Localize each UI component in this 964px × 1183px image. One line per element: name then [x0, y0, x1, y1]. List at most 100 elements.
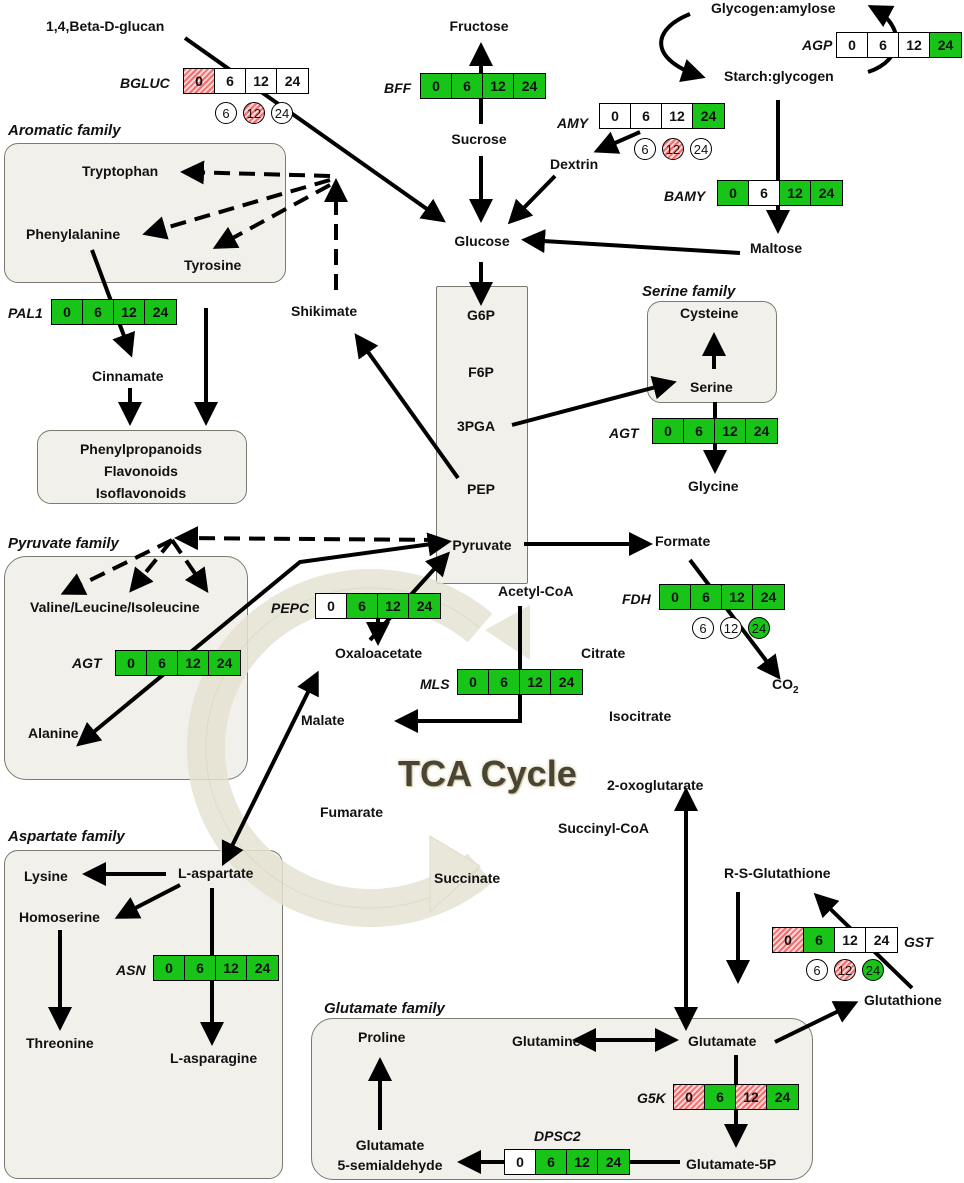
gene-circle-bgluc-12h: 12	[243, 102, 265, 124]
gene-label-amy: AMY	[557, 115, 589, 131]
gene-label-agt-pyruvate: AGT	[72, 655, 102, 671]
gene-cell-amy-12h: 12	[662, 104, 693, 128]
gene-label-pal1: PAL1	[8, 305, 43, 321]
gene-cell-amy-0h: 0	[600, 104, 631, 128]
metabolite-maltose: Maltose	[750, 240, 803, 256]
gene-cell-g5k-6h: 6	[705, 1085, 736, 1109]
metabolite-succinyl-coa: Succinyl-CoA	[558, 820, 650, 836]
gene-cell-pal1-24h: 24	[145, 300, 176, 324]
metabolite-glutamine: Glutamine	[512, 1033, 581, 1049]
gene-circle-amy-24h: 24	[690, 138, 712, 160]
pyruvate-family-label: Pyruvate family	[8, 535, 119, 552]
gene-cell-dpsc2-0h: 0	[505, 1150, 536, 1174]
gene-circle-fdh-6h: 6	[692, 617, 714, 639]
gene-cell-pepc-6h: 6	[347, 594, 378, 618]
gene-cell-g5k-0h: 0	[674, 1085, 705, 1109]
gene-cell-amy-24h: 24	[693, 104, 724, 128]
metabolite-pep: PEP	[466, 481, 496, 497]
gene-circle-gst-12h: 12	[834, 959, 856, 981]
gene-cell-gst-12h: 12	[835, 928, 866, 952]
metabolite-glycine: Glycine	[688, 478, 739, 494]
gene-cell-fdh-6h: 6	[691, 585, 722, 609]
gene-circle-fdh-24h: 24	[748, 617, 770, 639]
gene-cell-amy-6h: 6	[631, 104, 662, 128]
metabolite-proline: Proline	[358, 1029, 406, 1045]
gene-label-agt-serine: AGT	[609, 425, 639, 441]
gene-cell-pal1-12h: 12	[114, 300, 145, 324]
metabolite-2-oxoglutarate: 2-oxoglutarate	[607, 777, 704, 793]
gene-label-asn: ASN	[116, 962, 146, 978]
gene-cell-dpsc2-12h: 12	[567, 1150, 598, 1174]
gene-cell-gst-24h: 24	[866, 928, 897, 952]
gene-cell-agt_pyruvate-12h: 12	[178, 651, 209, 675]
gene-cell-bgluc-24h: 24	[277, 69, 308, 93]
metabolite-dextrin: Dextrin	[550, 156, 599, 172]
gene-label-bgluc: BGLUC	[120, 75, 170, 91]
gene-cell-agt_serine-0h: 0	[653, 419, 684, 443]
aromatic-family-box	[4, 143, 286, 283]
gene-cell-agt_serine-6h: 6	[684, 419, 715, 443]
gene-cell-bff-24h: 24	[514, 74, 545, 98]
gene-cell-bff-6h: 6	[452, 74, 483, 98]
gene-cell-agp-12h: 12	[899, 33, 930, 57]
metabolite-acetyl-coa: Acetyl-CoA	[498, 583, 574, 599]
metabolite-succinate: Succinate	[434, 870, 501, 886]
gene-label-pepc: PEPC	[271, 600, 310, 616]
metabolite-cinnamate: Cinnamate	[92, 368, 164, 384]
gene-cell-agp-24h: 24	[930, 33, 961, 57]
gene-cell-dpsc2-6h: 6	[536, 1150, 567, 1174]
gene-cell-agp-0h: 0	[837, 33, 868, 57]
gene-label-bamy: BAMY	[664, 188, 706, 204]
metabolite-isocitrate: Isocitrate	[609, 708, 672, 724]
co2-subscript: 2	[793, 684, 799, 696]
metabolite-3pga: 3PGA	[456, 418, 496, 434]
gene-cell-asn-6h: 6	[185, 956, 216, 980]
gene-label-g5k: G5K	[637, 1090, 666, 1106]
gene-cell-agt_pyruvate-24h: 24	[209, 651, 240, 675]
metabolite-cysteine: Cysteine	[680, 305, 739, 321]
gene-cell-bgluc-12h: 12	[246, 69, 277, 93]
metabolite-r-s-glutathione: R-S-Glutathione	[724, 865, 831, 881]
metabolite-phenylpropanoids: Phenylpropanoids	[79, 441, 203, 457]
gene-cell-bamy-24h: 24	[811, 181, 842, 205]
phenylpropanoids-box	[37, 430, 247, 504]
gene-cell-mls-12h: 12	[520, 670, 551, 694]
gene-cell-g5k-24h: 24	[767, 1085, 798, 1109]
gene-cell-mls-6h: 6	[489, 670, 520, 694]
metabolite-phenylalanine: Phenylalanine	[26, 226, 121, 242]
gene-label-fdh: FDH	[622, 591, 651, 607]
tca-cycle-label: TCA Cycle	[398, 753, 577, 794]
metabolite-fumarate: Fumarate	[320, 804, 384, 820]
metabolite-citrate: Citrate	[581, 645, 626, 661]
gene-cell-agt_serine-24h: 24	[746, 419, 777, 443]
gene-cell-gst-0h: 0	[773, 928, 804, 952]
gene-cell-asn-0h: 0	[154, 956, 185, 980]
metabolite-pyruvate: Pyruvate	[452, 537, 512, 553]
co2-label: CO	[772, 676, 793, 692]
metabolite-lysine: Lysine	[24, 868, 68, 884]
gene-cell-pal1-0h: 0	[52, 300, 83, 324]
metabolite-l-aspartate: L-aspartate	[178, 865, 254, 881]
metabolite-isoflavonoids: Isoflavonoids	[95, 485, 187, 501]
gene-cell-mls-24h: 24	[551, 670, 582, 694]
metabolite-flavonoids: Flavonoids	[104, 463, 178, 479]
gene-label-bff: BFF	[384, 80, 412, 96]
metabolite-glycogen-amylose: Glycogen:amylose	[711, 0, 836, 16]
metabolite-malate: Malate	[301, 712, 345, 728]
metabolite-beta-glucan: 1,4,Beta-D-glucan	[46, 18, 165, 34]
aromatic-family-label: Aromatic family	[8, 122, 121, 139]
gene-circle-amy-6h: 6	[634, 138, 656, 160]
gene-cell-bgluc-0h: 0	[184, 69, 215, 93]
aspartate-family-label: Aspartate family	[8, 828, 125, 845]
gene-label-mls: MLS	[420, 676, 450, 692]
